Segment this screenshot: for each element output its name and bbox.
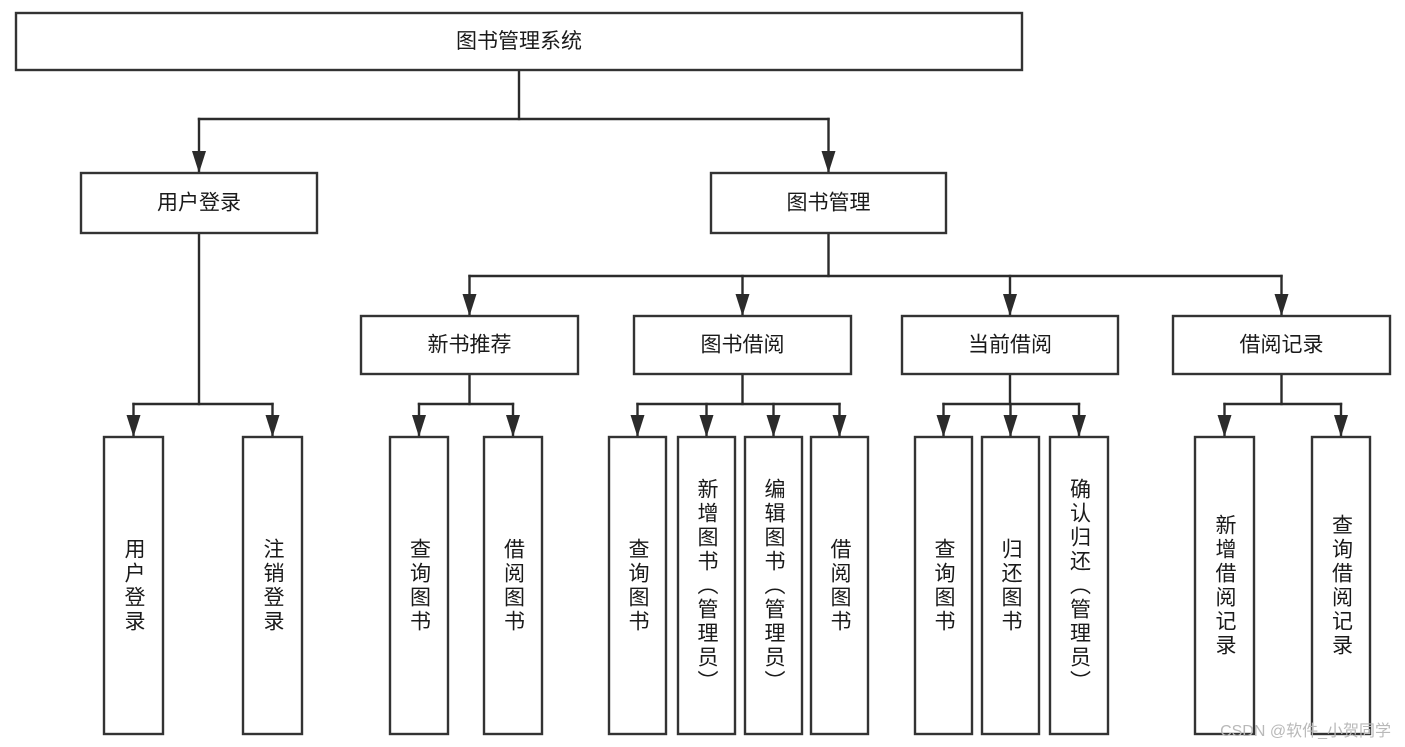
node-label: 图书管理 bbox=[787, 192, 871, 215]
arrowhead-icon bbox=[192, 151, 206, 173]
node-label-wrap: 编辑图书（管理员） bbox=[762, 477, 785, 694]
node-label-wrap: 新增借阅记录 bbox=[1213, 513, 1236, 658]
node-label: 查询图书 bbox=[626, 537, 649, 634]
arrowhead-icon bbox=[735, 294, 750, 316]
node-label: 新书推荐 bbox=[428, 334, 512, 357]
node-book-borrow[interactable]: 图书借阅 bbox=[632, 314, 853, 376]
node-label-wrap: 注销登录 bbox=[261, 537, 284, 634]
node-label: 用户登录 bbox=[157, 192, 241, 215]
node-current-borrow[interactable]: 当前借阅 bbox=[900, 314, 1120, 376]
node-box bbox=[913, 435, 974, 736]
node-box bbox=[1048, 435, 1110, 736]
node-box bbox=[482, 435, 544, 736]
node-box bbox=[809, 435, 870, 736]
node-box bbox=[14, 11, 1024, 72]
node-label-wrap: 借阅图书 bbox=[828, 537, 851, 634]
node-return-book[interactable]: 归还图书 bbox=[980, 435, 1041, 736]
node-box bbox=[79, 171, 319, 235]
node-user-login-do[interactable]: 用户登录 bbox=[102, 435, 165, 736]
node-query-borrow-record[interactable]: 查询借阅记录 bbox=[1310, 435, 1372, 736]
node-root[interactable]: 图书管理系统 bbox=[14, 11, 1024, 72]
node-box bbox=[1171, 314, 1392, 376]
node-label-wrap: 借阅图书 bbox=[501, 537, 525, 634]
arrowhead-icon bbox=[1334, 415, 1348, 437]
node-label-wrap: 查询图书 bbox=[932, 537, 955, 634]
node-query-book-1[interactable]: 查询图书 bbox=[388, 435, 450, 736]
node-label: 归还图书 bbox=[999, 537, 1022, 634]
node-box bbox=[241, 435, 304, 736]
node-new-book-rec[interactable]: 新书推荐 bbox=[359, 314, 580, 376]
node-add-borrow-record[interactable]: 新增借阅记录 bbox=[1193, 435, 1256, 736]
node-box bbox=[388, 435, 450, 736]
arrowhead-icon bbox=[766, 415, 781, 437]
node-label: 用户登录 bbox=[122, 537, 145, 634]
node-query-book-2[interactable]: 查询图书 bbox=[607, 435, 668, 736]
node-label: 当前借阅 bbox=[968, 334, 1052, 357]
node-query-book-3[interactable]: 查询图书 bbox=[913, 435, 974, 736]
arrowhead-icon bbox=[1003, 294, 1017, 316]
node-label-wrap: 归还图书 bbox=[999, 537, 1022, 634]
node-box bbox=[900, 314, 1120, 376]
node-label: 借阅图书 bbox=[828, 537, 851, 634]
node-label: 查询图书 bbox=[407, 537, 431, 634]
node-box bbox=[709, 171, 948, 235]
node-user-logout[interactable]: 注销登录 bbox=[241, 435, 304, 736]
node-user-login[interactable]: 用户登录 bbox=[79, 171, 319, 235]
node-box bbox=[1193, 435, 1256, 736]
node-label: 图书管理系统 bbox=[456, 30, 582, 53]
node-box bbox=[359, 314, 580, 376]
node-label: 新增图书（管理员） bbox=[695, 477, 718, 694]
node-box bbox=[607, 435, 668, 736]
node-label-wrap: 查询图书 bbox=[626, 537, 649, 634]
node-label: 查询图书 bbox=[932, 537, 955, 634]
node-box bbox=[743, 435, 804, 736]
arrowhead-icon bbox=[462, 294, 477, 316]
node-label: 借阅图书 bbox=[501, 537, 525, 634]
arrowhead-icon bbox=[630, 415, 645, 437]
node-label-wrap: 新增图书（管理员） bbox=[695, 477, 718, 694]
node-box bbox=[632, 314, 853, 376]
node-borrow-book-2[interactable]: 借阅图书 bbox=[809, 435, 870, 736]
arrowhead-icon bbox=[821, 151, 836, 173]
node-borrow-book-1[interactable]: 借阅图书 bbox=[482, 435, 544, 736]
node-layer: 图书管理系统用户登录用户登录注销登录图书管理新书推荐查询图书借阅图书图书借阅查询… bbox=[14, 11, 1392, 736]
node-label-wrap: 确认归还（管理员） bbox=[1067, 477, 1091, 694]
watermark-text: CSDN @软件_小贺同学 bbox=[1220, 723, 1391, 740]
node-borrow-record[interactable]: 借阅记录 bbox=[1171, 314, 1392, 376]
node-label: 确认归还（管理员） bbox=[1067, 477, 1091, 694]
node-box bbox=[102, 435, 165, 736]
connector-layer bbox=[126, 68, 1348, 439]
arrowhead-icon bbox=[699, 415, 714, 437]
arrowhead-icon bbox=[832, 415, 847, 437]
arrowhead-icon bbox=[936, 415, 951, 437]
node-label: 注销登录 bbox=[261, 537, 284, 634]
arrowhead-icon bbox=[1003, 415, 1018, 437]
node-book-manage[interactable]: 图书管理 bbox=[709, 171, 948, 235]
node-label: 图书借阅 bbox=[701, 334, 785, 357]
node-label-wrap: 查询图书 bbox=[407, 537, 431, 634]
node-edit-book[interactable]: 编辑图书（管理员） bbox=[743, 435, 804, 736]
arrowhead-icon bbox=[1217, 415, 1232, 437]
node-box bbox=[1310, 435, 1372, 736]
node-add-book[interactable]: 新增图书（管理员） bbox=[676, 435, 737, 736]
node-label-wrap: 查询借阅记录 bbox=[1329, 513, 1353, 658]
node-label: 借阅记录 bbox=[1240, 334, 1324, 357]
arrowhead-icon bbox=[1274, 294, 1289, 316]
arrowhead-icon bbox=[412, 415, 426, 437]
arrowhead-icon bbox=[1072, 415, 1086, 437]
arrowhead-icon bbox=[126, 415, 141, 437]
node-confirm-return[interactable]: 确认归还（管理员） bbox=[1048, 435, 1110, 736]
node-box bbox=[980, 435, 1041, 736]
node-label: 查询借阅记录 bbox=[1329, 513, 1353, 658]
node-label: 新增借阅记录 bbox=[1213, 513, 1236, 658]
arrowhead-icon bbox=[506, 415, 520, 437]
node-label-wrap: 用户登录 bbox=[122, 537, 145, 634]
node-label: 编辑图书（管理员） bbox=[762, 477, 785, 694]
arrowhead-icon bbox=[265, 415, 280, 437]
node-box bbox=[676, 435, 737, 736]
